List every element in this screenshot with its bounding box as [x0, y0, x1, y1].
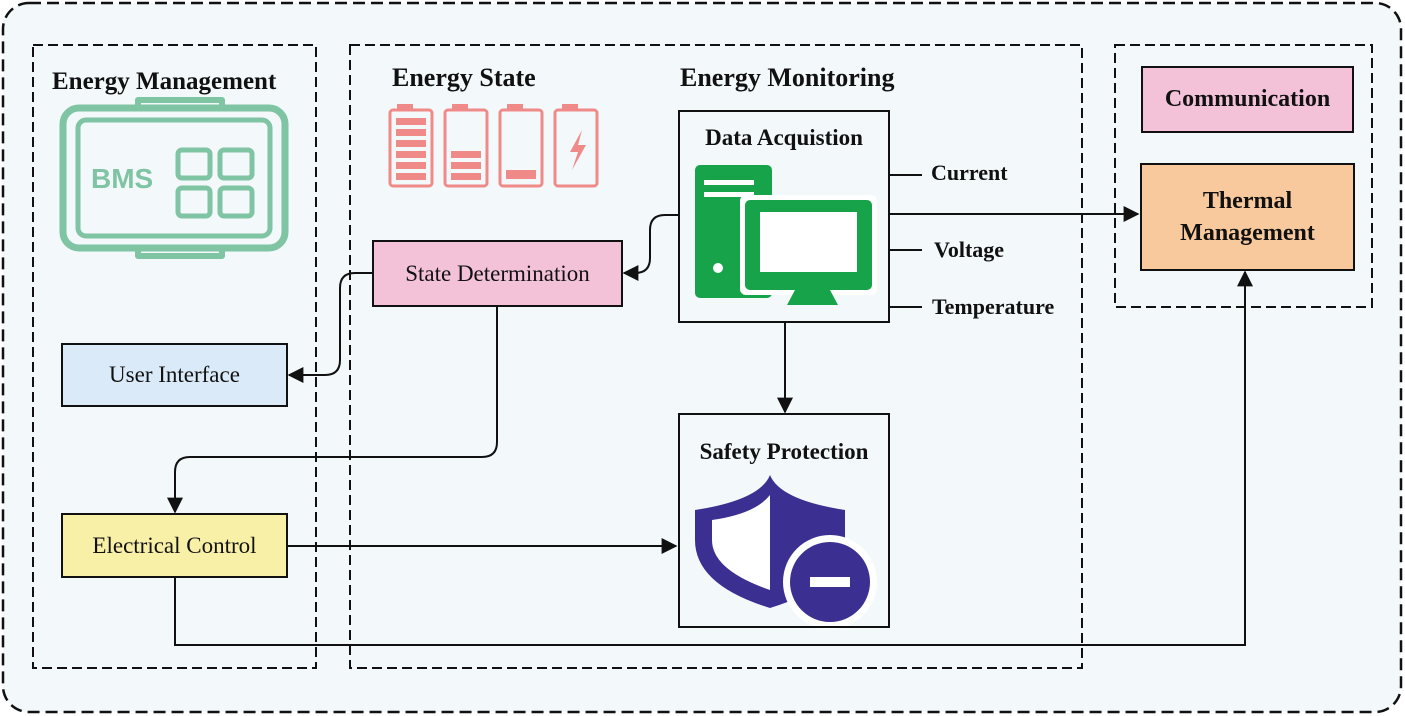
shield-minus-icon: [695, 475, 877, 629]
signal-voltage-label: Voltage: [934, 237, 1005, 262]
communication-box: Communication: [1141, 66, 1354, 133]
battery-half-icon: [443, 104, 489, 188]
energy-monitoring-title: Energy Monitoring: [680, 63, 895, 92]
thermal-management-label: Thermal Management: [1180, 188, 1315, 246]
safety-protection-label: Safety Protection: [699, 439, 869, 464]
bms-label: BMS: [91, 163, 154, 194]
communication-label: Communication: [1164, 86, 1331, 112]
thermal-management-box: Thermal Management: [1140, 163, 1355, 271]
state-determination-box: State Determination: [372, 240, 623, 307]
energy-management-group: [32, 44, 317, 669]
computer-icon: [695, 165, 877, 305]
user-interface-label: User Interface: [109, 362, 240, 387]
safety-protection-box: Safety Protection: [678, 413, 890, 628]
electrical-control-box: Electrical Control: [61, 513, 288, 578]
electrical-control-label: Electrical Control: [92, 532, 257, 558]
electrical-to-thermal-arrow: [174, 270, 1253, 646]
energy-state-title: Energy State: [392, 63, 536, 92]
data-acquisition-box: Data Acquistion: [678, 110, 890, 323]
communication-thermal-group: [1114, 44, 1373, 308]
energy-monitoring-group: [349, 44, 1083, 669]
state-to-ui-arrow: [287, 272, 372, 383]
battery-charging-icon: [553, 104, 599, 188]
energy-management-title: Energy Management: [52, 68, 277, 95]
signal-current-label: Current: [931, 160, 1008, 185]
bms-icon: [59, 97, 289, 259]
signal-lines: [889, 174, 922, 308]
connectors: [167, 206, 1253, 646]
data-acquisition-label: Data Acquistion: [705, 125, 863, 150]
state-determination-label: State Determination: [405, 260, 590, 286]
state-to-electrical-arrow: [167, 307, 498, 514]
battery-low-icon: [498, 104, 544, 188]
data-to-state-arrow: [622, 214, 678, 281]
battery-level-icons: [388, 104, 599, 188]
signal-temperature-label: Temperature: [932, 294, 1055, 319]
battery-full-icon: [388, 104, 434, 188]
user-interface-box: User Interface: [61, 343, 288, 407]
